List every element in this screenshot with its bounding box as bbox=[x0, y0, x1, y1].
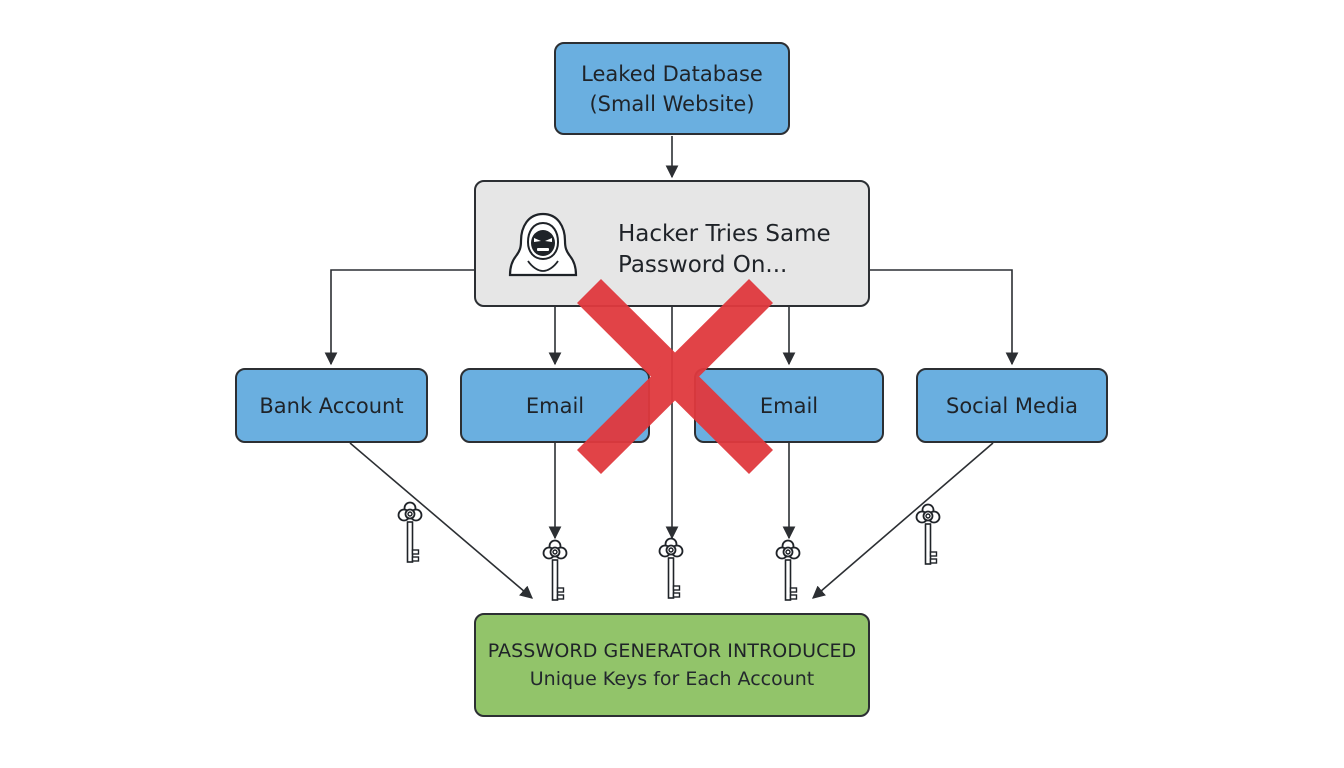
hacker-box: Hacker Tries Same Password On... bbox=[474, 180, 870, 307]
email-box-left: Email bbox=[460, 368, 650, 443]
password-generator-box: PASSWORD GENERATOR INTRODUCED Unique Key… bbox=[474, 613, 870, 717]
bank-account-box: Bank Account bbox=[235, 368, 428, 443]
arrow-hacker-to-social bbox=[870, 269, 1019, 366]
hacker-text-line1: Hacker Tries Same bbox=[618, 220, 831, 247]
arrow-hacker-to-bank bbox=[324, 269, 474, 366]
generator-title: PASSWORD GENERATOR INTRODUCED bbox=[487, 640, 857, 662]
leaked-database-line1: Leaked Database bbox=[581, 61, 763, 86]
generator-subtitle: Unique Keys for Each Account bbox=[529, 668, 815, 690]
social-media-label: Social Media bbox=[945, 393, 1078, 418]
arrow-bank-to-generator bbox=[349, 442, 533, 599]
leaked-database-box: Leaked Database (Small Website) bbox=[554, 42, 790, 135]
email-right-label: Email bbox=[759, 393, 819, 418]
hacker-text: Hacker Tries Same Password On... bbox=[618, 219, 831, 281]
hacker-text-line2: Password On... bbox=[618, 251, 788, 278]
email-left-label: Email bbox=[525, 393, 585, 418]
bank-account-label: Bank Account bbox=[259, 393, 404, 418]
arrow-social-to-generator bbox=[812, 442, 994, 599]
social-media-box: Social Media bbox=[916, 368, 1108, 443]
email-box-right: Email bbox=[694, 368, 884, 443]
leaked-database-line2: (Small Website) bbox=[589, 91, 755, 116]
hooded-hacker-icon bbox=[508, 212, 578, 276]
